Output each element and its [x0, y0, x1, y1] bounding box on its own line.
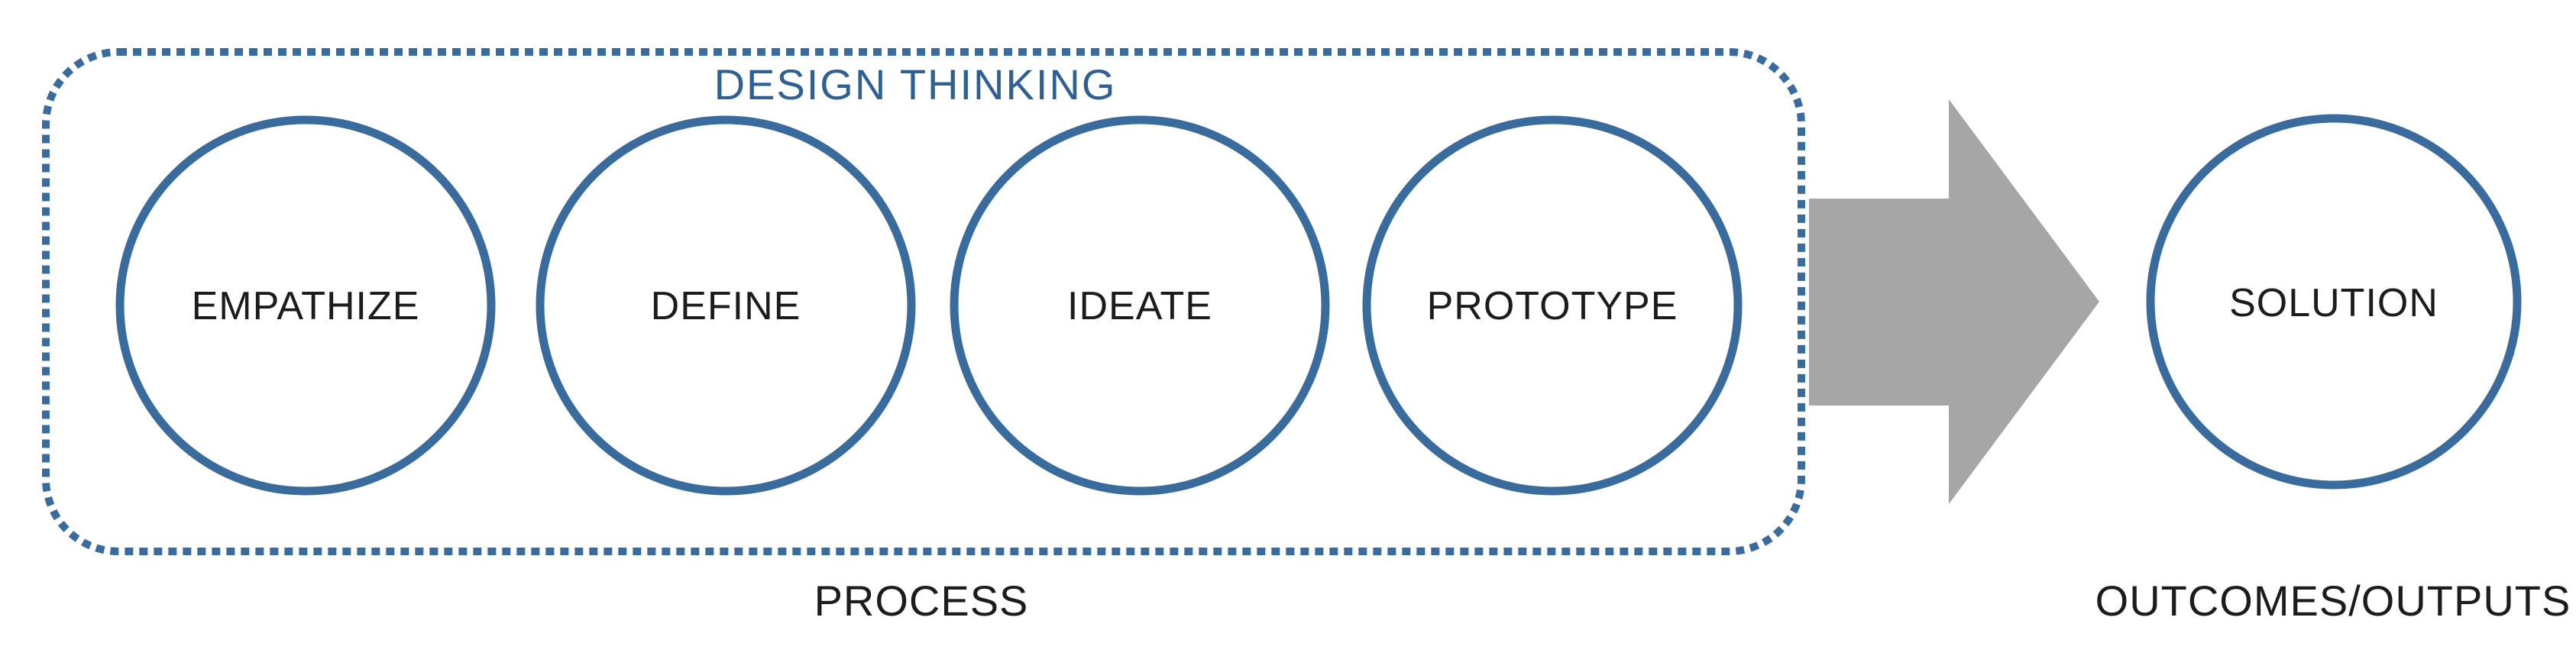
stage-label-ideate: IDEATE: [1067, 284, 1212, 328]
stage-group-ideate: IDEATE: [950, 115, 1330, 496]
solution-label: SOLUTION: [2229, 281, 2438, 325]
flow-arrow-right-icon: [1809, 99, 2099, 504]
stage-circle-prototype: [1362, 115, 1743, 496]
stage-group-empathize: EMPATHIZE: [115, 115, 496, 496]
stage-circle-ideate: [950, 115, 1330, 496]
stage-group-define: DEFINE: [536, 115, 916, 496]
stage-circle-empathize: [115, 115, 496, 496]
outcomes-caption: OUTCOMES/OUTPUTS: [2095, 577, 2571, 625]
solution-group: SOLUTION: [2146, 114, 2522, 490]
stage-label-empathize: EMPATHIZE: [192, 284, 420, 328]
stage-circle-define: [536, 115, 916, 496]
stage-group-prototype: PROTOTYPE: [1362, 115, 1743, 496]
stage-label-define: DEFINE: [651, 284, 801, 328]
process-boundary-dotted-box: [42, 48, 1805, 555]
diagram-title: DESIGN THINKING: [714, 60, 1117, 108]
process-caption: PROCESS: [814, 577, 1029, 625]
solution-circle: [2146, 114, 2522, 490]
stage-label-prototype: PROTOTYPE: [1427, 284, 1678, 328]
